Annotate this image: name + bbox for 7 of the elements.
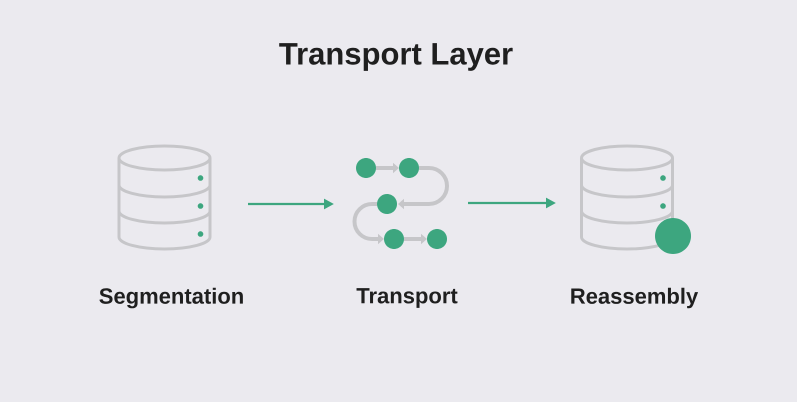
node-label: Transport — [356, 288, 458, 308]
database-icon — [580, 144, 691, 254]
connected-dots-icon — [352, 158, 449, 249]
node-label: Reassembly — [571, 288, 698, 308]
node-label: Segmentation — [99, 288, 243, 308]
database-icon — [118, 144, 212, 250]
title: Transport Layer — [279, 43, 513, 71]
